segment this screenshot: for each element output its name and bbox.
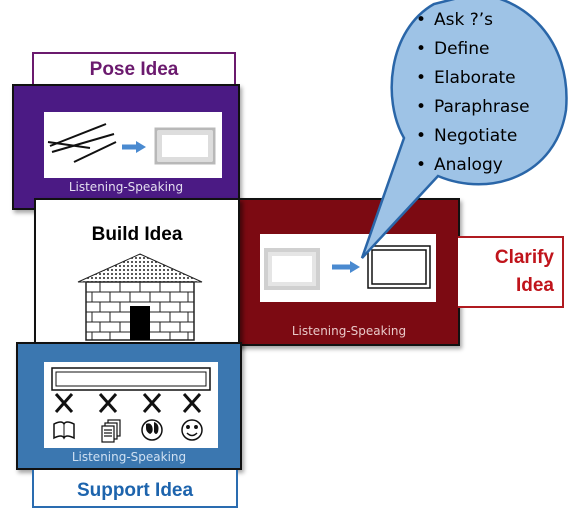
clarify-idea-label: Clarify Idea: [458, 236, 564, 308]
pose-idea-image: [44, 112, 222, 178]
support-idea-card: Listening-Speaking: [16, 342, 242, 470]
scattered-lines-to-box-icon: [47, 123, 216, 165]
book-icon: [53, 421, 75, 440]
blurred-box-to-box-icon: [264, 245, 431, 290]
clarify-idea-card: Listening-Speaking: [238, 198, 460, 346]
callout-list: •Ask ?’s •Define •Elaborate •Paraphrase …: [416, 8, 530, 182]
clarify-label-line1: Clarify: [494, 247, 554, 268]
documents-icon: [101, 419, 121, 443]
support-structure-icon: [51, 367, 211, 443]
house-icon: [77, 253, 203, 341]
pose-idea-label: Pose Idea: [32, 52, 236, 84]
support-idea-caption: Listening-Speaking: [71, 450, 187, 464]
pose-idea-card: Listening-Speaking: [12, 84, 240, 210]
callout-item: •Ask ?’s: [416, 10, 494, 30]
house-door: [130, 306, 150, 340]
globe-icon: [141, 419, 163, 441]
callout-item: •Define: [416, 39, 490, 59]
callout-item: •Negotiate: [416, 126, 518, 146]
callout-item: •Elaborate: [416, 68, 516, 88]
smiley-icon: [181, 419, 203, 441]
support-idea-image: [44, 362, 218, 448]
callout-shape: [360, 0, 568, 259]
build-idea-card: Build Idea: [34, 198, 240, 346]
callout-item: •Analogy: [416, 155, 503, 175]
clarify-label-line2: Idea: [515, 275, 554, 296]
clarify-idea-image: [260, 234, 436, 302]
pose-idea-caption: Listening-Speaking: [68, 180, 184, 194]
build-idea-title: Build Idea: [91, 224, 183, 245]
clarify-idea-caption: Listening-Speaking: [291, 324, 407, 338]
callout-item: •Paraphrase: [416, 97, 530, 117]
support-idea-label: Support Idea: [32, 470, 238, 508]
